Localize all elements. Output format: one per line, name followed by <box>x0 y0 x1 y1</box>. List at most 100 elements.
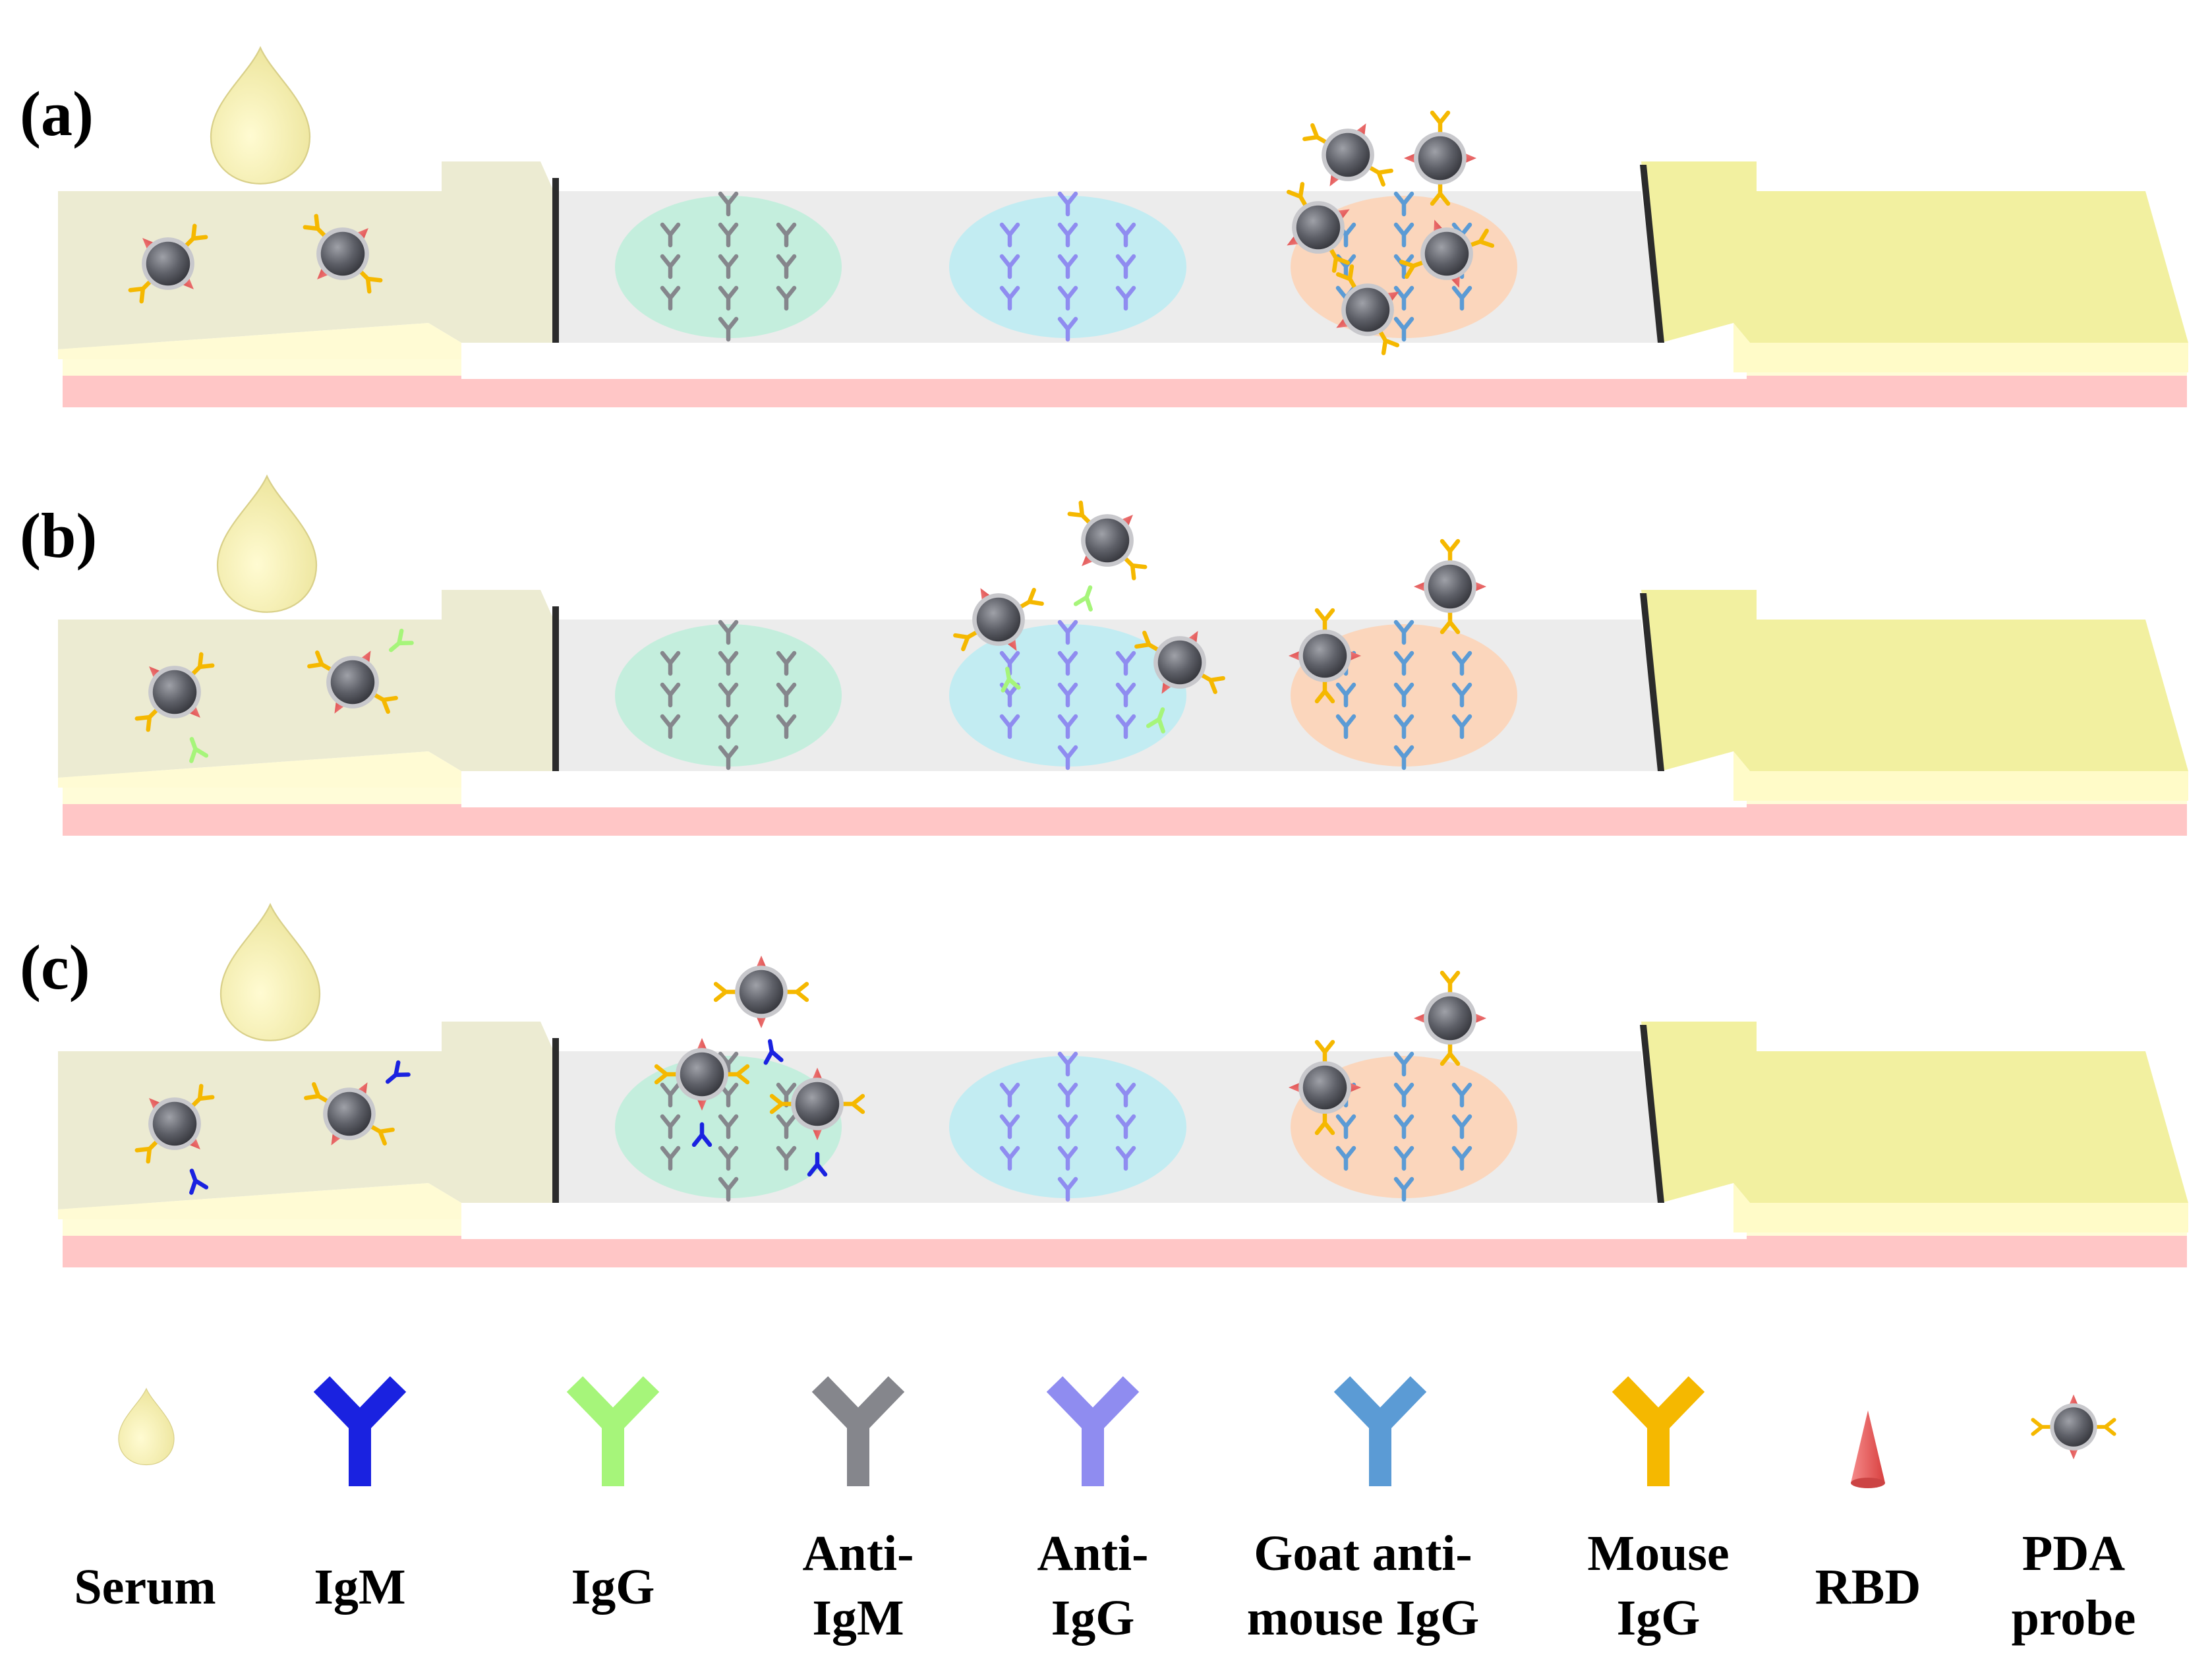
capture-antibody <box>776 682 797 708</box>
capture-antibody <box>1115 1145 1136 1171</box>
pda-bead <box>320 231 365 276</box>
mouse-igg <box>1314 1110 1335 1136</box>
anti-igg-capture <box>999 191 1136 342</box>
legend-item-serum: Serum <box>74 1387 216 1615</box>
anti-igg-capture <box>999 1051 1136 1202</box>
capture-antibody <box>1451 1114 1472 1140</box>
capture-antibody <box>1057 1176 1078 1202</box>
pda-probe <box>1335 264 1400 355</box>
backing-card <box>63 804 2187 836</box>
capture-antibody <box>1115 1114 1136 1140</box>
capture-antibody <box>999 1082 1020 1108</box>
legend-label-anti-igg-1: Anti- <box>1037 1526 1149 1581</box>
mouse-igg <box>2031 1418 2053 1436</box>
capture-antibody <box>718 620 739 645</box>
capture-antibody <box>1057 1114 1078 1140</box>
anti-igm-capture <box>660 191 797 342</box>
goat-anti-mouse-capture <box>1335 620 1472 770</box>
mouse-igg <box>1067 500 1092 525</box>
mouse-igg <box>769 1093 795 1115</box>
legend-item-mouse-igg: Mouse IgG <box>1587 1376 1730 1646</box>
capture-antibody <box>718 651 739 676</box>
mouse-igg <box>1314 678 1335 704</box>
capture-antibody <box>1057 285 1078 311</box>
pda-bead <box>2054 1407 2093 1447</box>
capture-antibody <box>718 1145 739 1171</box>
capture-antibody <box>718 1176 739 1202</box>
bound-antibody <box>1001 666 1021 693</box>
mouse-igg <box>1302 123 1329 145</box>
capture-antibody <box>660 714 681 739</box>
goat-anti-mouse-capture <box>1335 1051 1472 1202</box>
legend-item-pda-probe: PDA probe <box>2012 1394 2136 1646</box>
mouse-igg <box>134 707 160 732</box>
pda-bead <box>680 1052 724 1097</box>
capture-antibody <box>1393 1051 1414 1077</box>
capture-antibody <box>1393 1082 1414 1108</box>
mouse-igg <box>1440 538 1461 564</box>
mouse-igg <box>2094 1418 2116 1436</box>
capture-antibody <box>1451 1082 1472 1108</box>
pda-probe <box>134 1084 215 1195</box>
capture-antibody <box>1393 1114 1414 1140</box>
capture-antibody <box>1393 222 1414 248</box>
legend-label-igm: IgM <box>314 1559 405 1615</box>
pda-probe <box>1067 500 1148 612</box>
bound-antibody <box>1146 707 1165 734</box>
panel-c-content <box>134 902 1487 1195</box>
legend-label-igg: IgG <box>571 1559 655 1615</box>
mouse-igg <box>128 279 153 304</box>
legend-label-pda-2: probe <box>2012 1590 2136 1646</box>
bound-antibody <box>807 1151 828 1177</box>
bound-antibody <box>388 628 414 652</box>
rbd-icon <box>1851 1410 1885 1488</box>
legend-item-goat-anti-mouse-igg: Goat anti- mouse IgG <box>1247 1376 1479 1646</box>
bound-antibody <box>763 1039 784 1065</box>
panel-b-content <box>134 474 1487 763</box>
pda-probe <box>1403 110 1477 206</box>
capture-antibody <box>999 1114 1020 1140</box>
pda-probe <box>128 223 208 304</box>
pda-probe <box>1413 538 1487 635</box>
capture-antibody <box>776 1145 797 1171</box>
pda-bead <box>739 970 784 1014</box>
pda-bead <box>795 1082 840 1126</box>
pda-probe <box>1288 1039 1362 1136</box>
serum-drop <box>219 902 321 1041</box>
capture-antibody <box>1393 191 1414 217</box>
legend-item-igg: IgG <box>566 1376 660 1615</box>
capture-antibody <box>1393 682 1414 708</box>
pda-bead <box>976 597 1021 642</box>
pda-probe <box>304 1060 411 1146</box>
capture-antibody <box>999 714 1020 739</box>
pda-bead <box>152 1101 197 1146</box>
legend-label-anti-igg-2: IgG <box>1051 1590 1135 1646</box>
strip-panel-a <box>58 161 2188 407</box>
legend-label-serum: Serum <box>74 1559 216 1615</box>
capture-antibody <box>718 222 739 248</box>
mouse-igg <box>1286 182 1308 208</box>
mouse-igg <box>953 629 979 652</box>
legend: Serum IgM IgG Anti- IgM Anti- IgG Goat a… <box>74 1376 2136 1646</box>
capture-antibody <box>718 254 739 279</box>
capture-antibody <box>1335 1145 1356 1171</box>
bound-antibody <box>385 1060 411 1084</box>
capture-antibody <box>718 745 739 770</box>
mouse-igg <box>1328 246 1351 273</box>
capture-antibody <box>1451 285 1472 311</box>
pda-probe <box>303 214 383 294</box>
capture-antibody <box>1335 682 1356 708</box>
capture-antibody <box>1115 254 1136 279</box>
capture-antibody <box>718 191 739 217</box>
capture-antibody <box>1057 651 1078 676</box>
serum-drop <box>210 45 311 185</box>
mouse-igg <box>1335 264 1358 291</box>
mouse-igg <box>1430 181 1451 206</box>
capture-antibody <box>776 714 797 739</box>
capture-antibody <box>776 651 797 676</box>
pda-probe <box>1134 630 1225 734</box>
absorbent-pad <box>1641 590 2188 771</box>
pda-probe <box>1413 970 1487 1066</box>
legend-label-anti-igm-1: Anti- <box>803 1526 914 1581</box>
